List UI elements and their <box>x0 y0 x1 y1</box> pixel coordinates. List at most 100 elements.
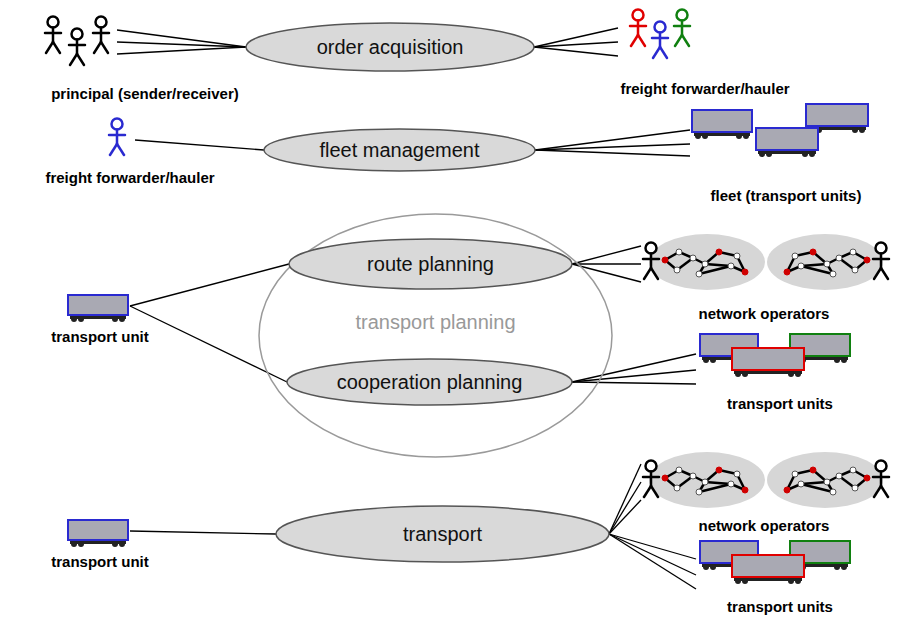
drawing-part <box>834 357 840 363</box>
drawing-part <box>864 475 870 481</box>
drawing-part <box>732 555 804 577</box>
connector <box>609 464 641 534</box>
person-figure <box>69 29 85 66</box>
connector-line <box>117 30 246 47</box>
drawing-part <box>766 151 772 157</box>
drawing-part <box>728 481 734 487</box>
truck-icon <box>68 520 128 547</box>
person-figure <box>652 22 668 59</box>
drawing-part <box>702 133 708 139</box>
drawing-part <box>710 357 716 363</box>
truck-icon <box>756 128 818 157</box>
drawing-part <box>96 17 107 28</box>
drawing-part <box>100 28 103 43</box>
ellipse-shape <box>259 214 612 457</box>
drawing-part <box>68 520 128 540</box>
drawing-part <box>736 133 742 139</box>
drawing-part <box>682 35 689 46</box>
connector-line <box>572 246 641 264</box>
truck-icon <box>68 295 128 322</box>
drawing-part <box>69 44 85 47</box>
connector-line <box>534 28 618 47</box>
drawing-part <box>94 42 101 53</box>
drawing-part <box>810 467 816 473</box>
drawing-part <box>112 316 118 322</box>
drawing-part <box>653 47 660 58</box>
drawing-part <box>53 42 60 53</box>
process-label: route planning <box>367 253 494 276</box>
drawing-part <box>646 243 657 254</box>
connector-line <box>130 306 287 382</box>
drawing-part <box>710 564 716 570</box>
connector <box>117 30 246 54</box>
connector-line <box>572 382 696 384</box>
connector-line <box>535 150 690 156</box>
ellipse-outline <box>245 22 535 72</box>
connector <box>130 264 289 306</box>
person-figure <box>643 243 659 280</box>
drawing-part <box>101 42 108 53</box>
drawing-part <box>690 473 696 479</box>
drawing-part <box>659 33 662 48</box>
drawing-part <box>643 258 659 261</box>
drawing-part <box>716 249 722 255</box>
drawing-part <box>649 452 765 508</box>
truck-icon <box>692 110 752 139</box>
drawing-part <box>876 461 887 472</box>
drawing-part <box>674 267 680 273</box>
drawing-part <box>93 32 109 35</box>
drawing-part <box>784 487 790 493</box>
drawing-part <box>880 254 883 269</box>
drawing-part <box>630 25 646 28</box>
actor-group: freight forwarder/hauler <box>600 5 810 97</box>
person-figure <box>873 461 889 498</box>
connector <box>130 531 276 534</box>
drawing-part <box>649 234 765 290</box>
connector-line <box>130 264 289 306</box>
connector-line <box>609 482 641 534</box>
actor-group: network operators <box>635 440 893 534</box>
drawing-part <box>109 134 125 137</box>
person-figure <box>109 119 125 156</box>
group-ellipse: transport planning route planning cooperat… <box>258 213 613 458</box>
drawing-part <box>824 261 830 267</box>
connector <box>609 534 696 589</box>
drawing-part <box>662 475 668 481</box>
drawing-part <box>798 263 804 269</box>
group-label: transport planning <box>355 311 515 334</box>
drawing-part <box>802 151 808 157</box>
drawing-part <box>52 28 55 43</box>
connector-line <box>609 534 696 589</box>
actor-group: transport unit <box>40 290 160 345</box>
drawing-part <box>71 541 77 547</box>
drawing-part <box>652 37 668 40</box>
process-ellipse: route planning <box>288 238 573 290</box>
drawing-part <box>71 316 77 322</box>
drawing-part <box>792 253 798 259</box>
person-figure <box>45 17 61 54</box>
drawing-part <box>834 564 840 570</box>
process-ellipse: cooperation planning <box>286 358 573 406</box>
drawing-part <box>117 144 124 155</box>
drawing-part <box>690 255 696 261</box>
drawing-part <box>72 29 83 40</box>
drawing-part <box>809 151 815 157</box>
drawing-part <box>881 486 888 497</box>
actor-label: fleet (transport units) <box>709 187 864 204</box>
drawing-part <box>674 485 680 491</box>
connector-line <box>534 47 618 56</box>
drawing-part <box>660 47 667 58</box>
drawing-part <box>681 21 684 36</box>
ellipse-outline <box>275 505 610 563</box>
drawing-part <box>876 243 887 254</box>
ellipse-text-holder: order acquisition <box>245 22 535 72</box>
ellipse-text-holder: cooperation planning <box>286 358 573 406</box>
drawing-part <box>874 268 881 279</box>
drawing-part <box>78 316 84 322</box>
process-ellipse: order acquisition <box>245 22 535 72</box>
process-ellipse: transport <box>275 505 610 563</box>
drawing-part <box>677 10 688 21</box>
drawing-part <box>662 257 668 263</box>
drawing-part <box>116 130 119 145</box>
